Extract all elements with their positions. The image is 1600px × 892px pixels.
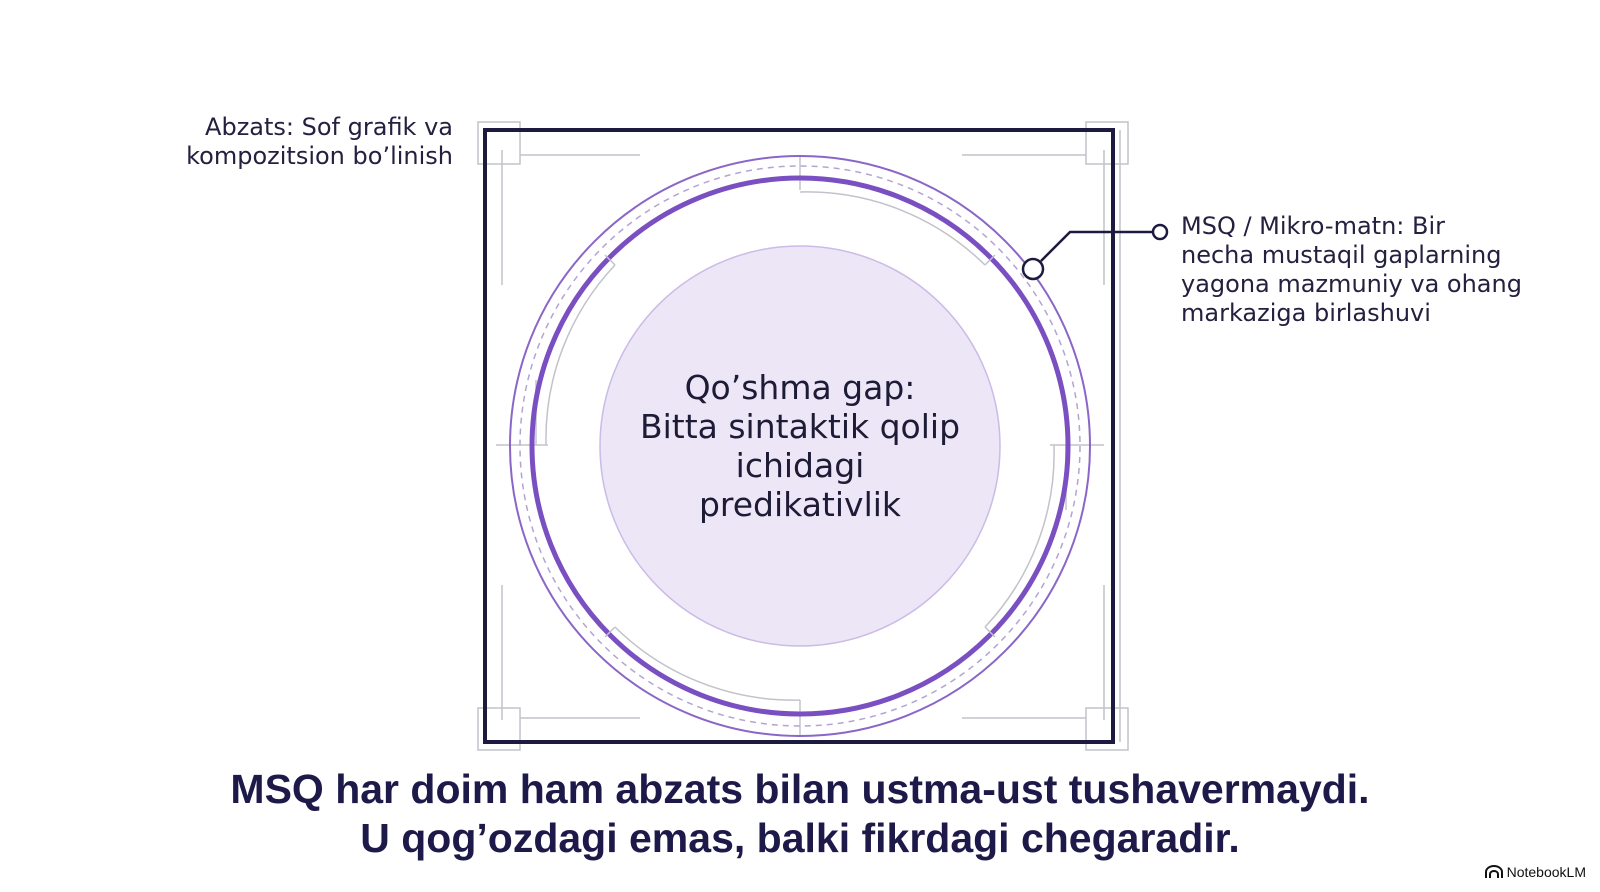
center-label-line: Qo’shma gap: (684, 368, 916, 407)
caption-line: U qog’ozdagi emas, balki fikrdagi chegar… (360, 815, 1240, 861)
outer-thin-ring (509, 155, 1091, 737)
center-label-line: ichidagi (735, 446, 865, 485)
compound-sentence-label: Qo’shma gap: Bitta sintaktik qolip ichid… (600, 368, 1000, 524)
center-label-line: predikativlik (698, 485, 902, 524)
caption-line: MSQ har doim ham abzats bilan ustma-ust … (230, 766, 1370, 812)
paragraph-frame (483, 128, 1115, 744)
dashed-guide-ring (519, 165, 1081, 727)
center-label-line: Bitta sintaktik qolip (639, 407, 961, 446)
notebooklm-logo-icon (1484, 865, 1503, 878)
slide-caption: MSQ har doim ham abzats bilan ustma-ust … (0, 765, 1600, 863)
callout-leader (1021, 223, 1169, 281)
inner-circle (599, 245, 1001, 647)
msq-label-line: markaziga birlashuvi (1181, 299, 1431, 327)
msq-label-line: MSQ / Mikro-matn: Bir (1181, 212, 1445, 240)
msq-label-line: yagona mazmuniy va ohang (1181, 270, 1522, 298)
msq-label: MSQ / Mikro-matn: Bir necha mustaqil gap… (1181, 212, 1581, 328)
paragraph-label: Abzats: Sof grafik va kompozitsion bo’li… (123, 113, 453, 171)
inner-arc-segments (545, 191, 1055, 701)
main-ring (529, 175, 1071, 717)
msq-label-line: necha mustaqil gaplarning (1181, 241, 1502, 269)
brand-name: NotebookLM (1506, 864, 1586, 880)
notebooklm-branding: NotebookLM (1484, 864, 1586, 880)
paragraph-label-line: kompozitsion bo’linish (186, 142, 453, 170)
paragraph-label-line: Abzats: Sof grafik va (205, 113, 453, 141)
